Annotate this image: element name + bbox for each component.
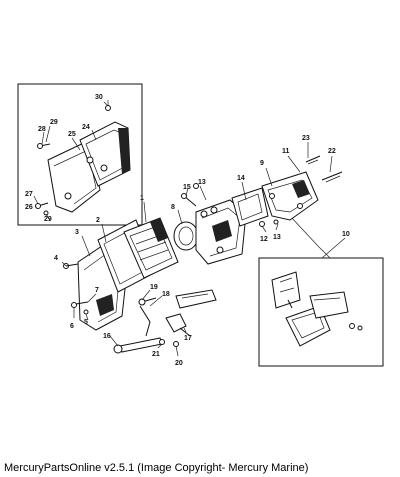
callout-2: 2 [96, 217, 100, 224]
callout-18: 18 [162, 291, 170, 298]
callout-13: 13 [198, 179, 206, 186]
copyright-caption: MercuryPartsOnline v2.5.1 (Image Copyrig… [4, 462, 309, 474]
air-intake-assembly [63, 217, 179, 331]
reed-plate-assembly [231, 155, 343, 227]
leader-line [289, 215, 331, 259]
callout-11: 11 [282, 148, 290, 155]
callout-16: 16 [103, 333, 111, 340]
leader-line [321, 237, 346, 259]
callout-22: 22 [328, 148, 336, 155]
callout-25: 25 [68, 131, 76, 138]
callout-labels: 30 29 28 25 24 27 26 29 23 11 22 9 14 13… [25, 94, 350, 367]
inset-box-top-left [17, 83, 143, 226]
callout-13-right: 13 [273, 234, 281, 241]
callout-21: 21 [152, 351, 160, 358]
callout-6: 6 [70, 323, 74, 330]
callout-20: 20 [175, 360, 183, 367]
callout-3: 3 [75, 229, 79, 236]
callout-15: 15 [183, 184, 191, 191]
callout-24: 24 [82, 124, 90, 131]
callout-12: 12 [260, 236, 268, 243]
carburetor-assembly [173, 183, 247, 265]
callout-4: 4 [54, 255, 58, 262]
callout-10: 10 [342, 231, 350, 238]
callout-28: 28 [38, 126, 46, 133]
callout-30: 30 [95, 94, 103, 101]
callout-27: 27 [25, 191, 33, 198]
exploded-parts-diagram: 30 29 28 25 24 27 26 29 23 11 22 9 14 13… [17, 83, 384, 367]
linkage-parts [71, 289, 217, 354]
callout-29: 29 [50, 119, 58, 126]
leader-lines [33, 100, 333, 357]
callout-1: 1 [140, 195, 144, 202]
callout-5: 5 [84, 319, 88, 326]
inset-box-reed-valve [258, 257, 384, 367]
callout-9: 9 [260, 160, 264, 167]
callout-23: 23 [302, 135, 310, 142]
callout-7: 7 [95, 287, 99, 294]
callout-8: 8 [171, 204, 175, 211]
callout-14: 14 [237, 175, 245, 182]
callout-17: 17 [184, 335, 192, 342]
callout-26: 26 [25, 204, 33, 211]
callout-29-lower: 29 [44, 216, 52, 223]
callout-19: 19 [150, 284, 158, 291]
